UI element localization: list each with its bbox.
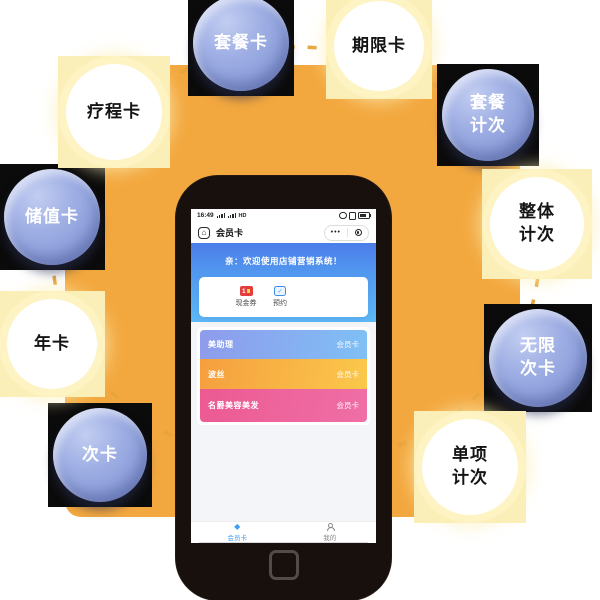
cash-coupon-action[interactable]: 1 现金券 [229, 286, 263, 308]
member-card-row[interactable]: 美助理 会员卡 [200, 330, 367, 359]
phone-mockup: 16:49 HD ⌂ 会员卡 ••• [176, 176, 391, 600]
home-button[interactable] [268, 550, 299, 580]
welcome-text: 亲：欢迎使用店铺营销系统！ [224, 256, 342, 266]
appointment-action[interactable]: ✓ 预约 [263, 286, 297, 308]
calendar-check-icon: ✓ [274, 286, 286, 296]
feature-label: 现金券 [235, 300, 257, 307]
member-card-row[interactable]: 名爵美容美发 会员卡 [200, 389, 367, 422]
tab-bar: ◆ 会员卡 我的 [191, 521, 376, 543]
signal-bars-icon-2 [227, 213, 236, 218]
phone-screen: 16:49 HD ⌂ 会员卡 ••• [191, 209, 376, 543]
battery-icon [358, 211, 371, 220]
cash-coupon-icon: 1 [239, 286, 253, 296]
card-type-tag: 会员卡 [336, 369, 360, 379]
bubble-annual-card: 年卡 [0, 291, 105, 397]
capsule-divider [347, 228, 348, 237]
quick-actions-card: 1 现金券 ✓ 预约 [199, 277, 368, 317]
feature-label: 预约 [273, 300, 287, 307]
bubble-package-card: 套餐卡 [188, 0, 294, 96]
card-type-tag: 会员卡 [336, 340, 360, 349]
bubble-stored-value-card: 储值卡 [0, 164, 105, 270]
diamond-icon: ◆ [234, 522, 241, 531]
member-card-list: 美助理 会员卡 波丝 会员卡 名爵美容美发 会员卡 [197, 327, 370, 425]
bubble-term-card: 期限卡 [326, 0, 432, 99]
status-time: 16:49 [197, 212, 214, 219]
bubble-package-count: 套餐计次 [437, 64, 539, 166]
shop-name: 美助理 [208, 340, 234, 349]
user-icon [326, 523, 335, 531]
shop-name: 名爵美容美发 [208, 401, 259, 410]
status-bar: 16:49 HD [191, 209, 376, 222]
nav-bar: ⌂ 会员卡 ••• [191, 222, 376, 243]
tab-mine[interactable]: 我的 [284, 522, 377, 543]
more-menu-icon[interactable]: ••• [330, 228, 341, 236]
member-card-row[interactable]: 波丝 会员卡 [200, 359, 367, 389]
bubble-count-card: 次卡 [48, 403, 152, 507]
shop-name: 波丝 [208, 369, 225, 379]
card-type-tag: 会员卡 [336, 401, 360, 410]
home-icon[interactable]: ⌂ [198, 226, 210, 239]
bubble-single-count: 单项计次 [414, 411, 526, 523]
close-target-icon[interactable] [348, 229, 368, 236]
alarm-icon [339, 211, 347, 220]
page-title: 会员卡 [216, 228, 244, 238]
tab-member-card[interactable]: ◆ 会员卡 [227, 522, 248, 543]
vibrate-icon [349, 211, 356, 220]
bubble-unlimited-card: 无限次卡 [484, 304, 592, 412]
signal-bars-icon [216, 213, 225, 218]
screen-body: 美助理 会员卡 波丝 会员卡 名爵美容美发 会员卡 [191, 322, 376, 522]
miniprogram-capsule[interactable]: ••• [323, 224, 369, 241]
bubble-overall-count: 整体计次 [482, 169, 592, 279]
network-type-label: HD [238, 212, 247, 219]
bubble-treatment-card: 疗程卡 [58, 56, 170, 168]
